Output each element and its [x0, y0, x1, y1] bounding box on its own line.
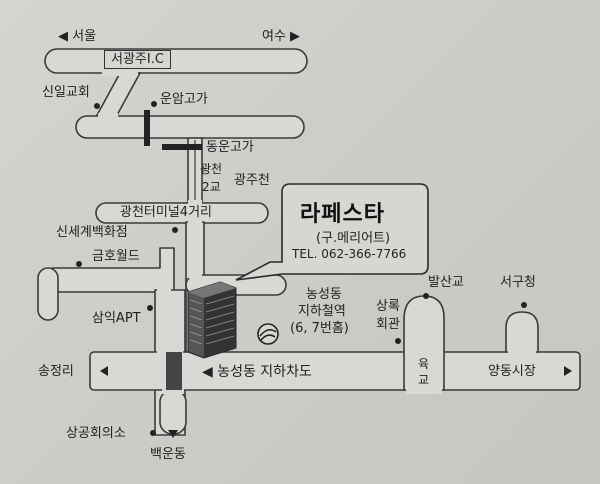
- label-seogu-office: 서구청: [500, 275, 536, 290]
- road-second: [75, 115, 305, 139]
- label-shinsegae: 신세계백화점: [56, 225, 128, 240]
- label-nongseong-station-3: (6, 7번홈): [290, 321, 349, 336]
- label-unam-overpass: 운암고가: [160, 92, 208, 107]
- dot-kumho: [76, 261, 82, 267]
- road-diagonal-top: [95, 72, 141, 118]
- label-samik-apt: 삼익APT: [92, 311, 141, 326]
- label-seoul: ◀ 서울: [58, 29, 97, 44]
- label-yuk-1: 육: [418, 357, 430, 371]
- underpass-block: [166, 352, 182, 390]
- label-sinil-church: 신일교회: [42, 85, 90, 100]
- dongun-overpass-bar: [162, 144, 202, 150]
- callout-title: 라페스타: [300, 202, 385, 227]
- arrow-yangdong-icon: [564, 366, 572, 376]
- dot-seogu: [521, 302, 527, 308]
- label-gwangcheon-terminal: 광천터미널4거리: [120, 205, 212, 220]
- label-songjeong-ri: 송정리: [38, 364, 74, 379]
- label-dongun-overpass: 동운고가: [206, 140, 254, 155]
- arrow-baekun-icon: [168, 430, 178, 438]
- subway-logo-icon: [257, 323, 279, 345]
- label-sanggong-hall: 상공회의소: [66, 426, 126, 441]
- label-gwangjucheon: 광주천: [234, 173, 270, 188]
- landmark-dots: [76, 101, 527, 436]
- dot-samik: [147, 305, 153, 311]
- callout-bubble: [235, 183, 429, 281]
- road-terminal: [95, 202, 269, 224]
- label-yangdong-market: 양동시장: [488, 364, 536, 379]
- dot-sinil: [94, 103, 100, 109]
- dot-unam: [151, 101, 157, 107]
- dot-balsan: [423, 293, 429, 299]
- label-gwangcheon-bridge-2: 2교: [202, 180, 221, 194]
- label-nongseong-station-2: 지하철역: [298, 304, 346, 319]
- road-seogu: [505, 311, 539, 353]
- dot-sanggong: [150, 430, 156, 436]
- label-nongseong-underpass: ◀ 농성동 지하차도: [202, 364, 312, 380]
- callout-subtitle: (구.메리어트): [316, 231, 391, 246]
- road-kumho-west: [37, 267, 59, 321]
- label-seogwangju-ic: 서광주I.C: [104, 50, 171, 69]
- label-yeosu: 여수 ▶: [262, 29, 301, 44]
- label-gwangcheon-bridge-1: 광천: [200, 162, 223, 176]
- callout-tel: TEL. 062-366-7766: [292, 247, 407, 261]
- label-balsan-bridge: 발산교: [428, 275, 464, 290]
- label-baekun-dong: 백운동: [150, 447, 186, 462]
- dot-shinsegae: [172, 227, 178, 233]
- label-sangrok-2: 회관: [376, 317, 400, 332]
- dot-sangrok: [395, 338, 401, 344]
- label-yuk-2: 교: [418, 373, 430, 387]
- road-top-highway: [44, 48, 308, 74]
- label-sangrok-1: 상록: [376, 299, 400, 314]
- arrow-songjeong-icon: [100, 366, 108, 376]
- label-nongseong-station-1: 농성동: [306, 287, 342, 302]
- unam-overpass-bar: [144, 110, 150, 146]
- label-kumho-world: 금호월드: [92, 249, 140, 264]
- building-icon: [187, 281, 237, 359]
- road-bottom-tail: [159, 389, 187, 435]
